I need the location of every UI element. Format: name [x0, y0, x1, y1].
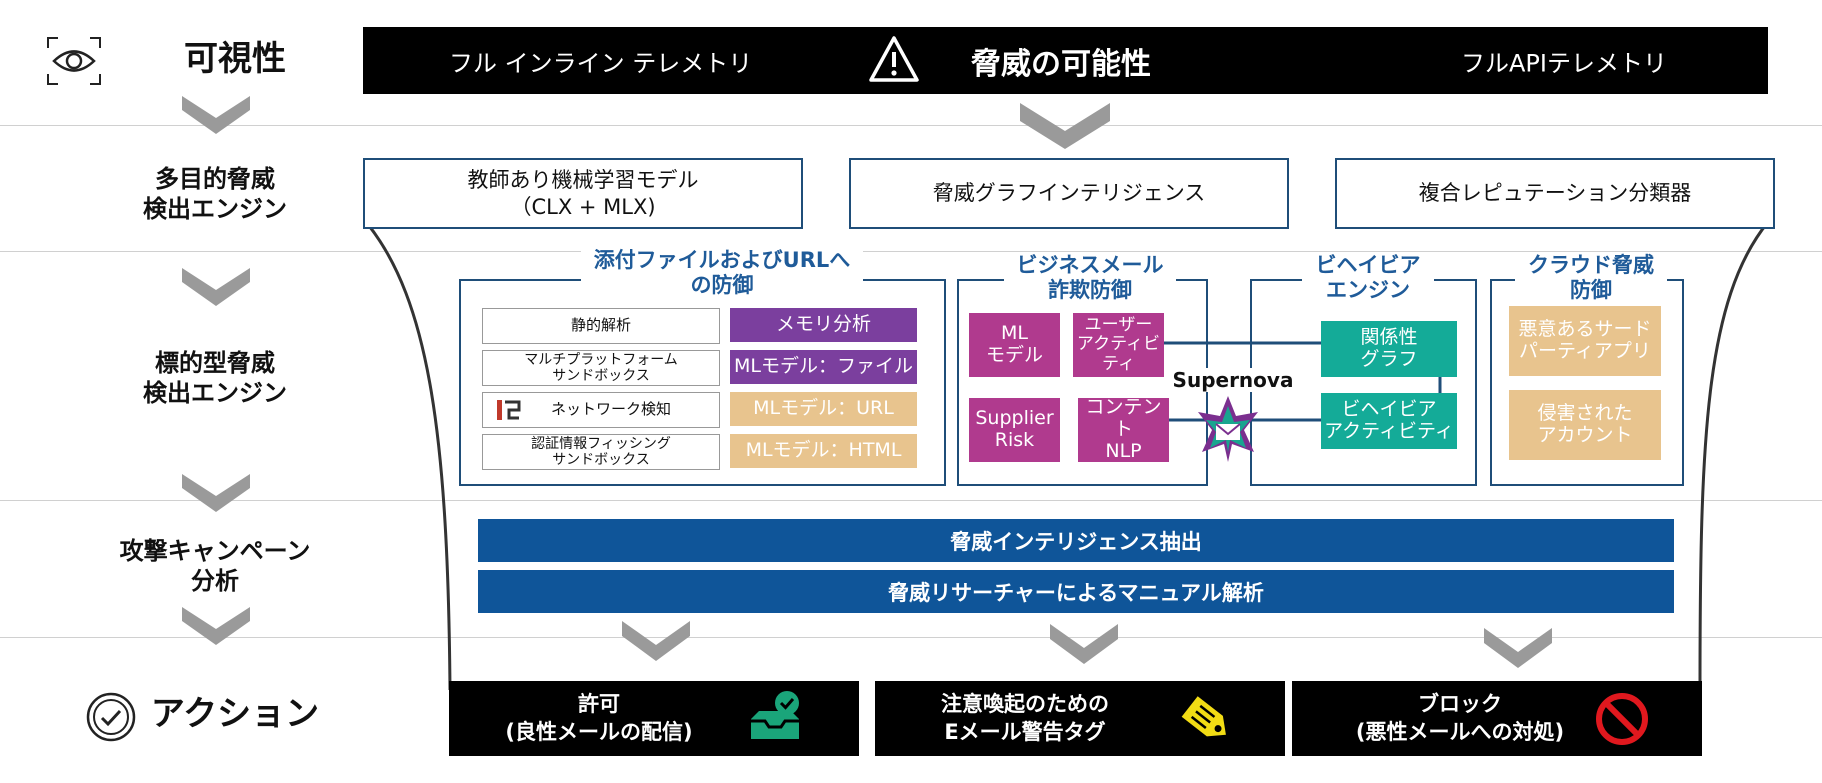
no-entry-icon [1596, 693, 1648, 745]
network-logo-icon [497, 400, 521, 420]
ml-model-box: ML モデル [969, 313, 1060, 377]
network-detection-label: ネットワーク検知 [550, 400, 671, 419]
action-warning-tag-label: 注意喚起のための Eメール警告タグ [941, 692, 1109, 744]
cloud-panel-title: クラウド脅威 防御 [1515, 253, 1667, 304]
chevron-down-icon [182, 474, 250, 512]
separator [0, 637, 1822, 638]
row-label-campaign: 攻撃キャンペーン 分析 [119, 537, 311, 595]
chevron-down-icon [182, 96, 250, 134]
malicious-third-party-apps: 悪意あるサード パーティアプリ [1509, 306, 1661, 376]
attachment-panel-title: 添付ファイルおよびURLへ の防御 [581, 248, 863, 299]
action-warning-tag: 注意喚起のための Eメール警告タグ [875, 681, 1285, 756]
chevron-down-icon [1020, 103, 1110, 149]
inbox-check-icon [751, 691, 799, 739]
inline-telemetry-label: フル インライン テレメトリ [449, 49, 753, 77]
ml-model-html: MLモデル：HTML [730, 434, 917, 468]
content-nlp-box: コンテント NLP [1078, 396, 1169, 462]
chevron-down-icon [622, 621, 690, 661]
separator [0, 125, 1822, 126]
network-detection: ネットワーク検知 [482, 392, 720, 428]
threat-potential-label: 脅威の可能性 [971, 46, 1151, 82]
visibility-bar: フル インライン テレメトリ 脅威の可能性 フルAPIテレメトリ [363, 27, 1768, 94]
ml-model-url: MLモデル：URL [730, 392, 917, 426]
credential-phishing-sandbox: 認証情報フィッシング サンドボックス [482, 434, 720, 470]
chevron-down-icon [182, 607, 250, 645]
action-allow: 許可 (良性メールの配信) [449, 681, 859, 756]
action-block-label: ブロック (悪性メールへの対処) [1355, 692, 1565, 744]
supernova-logo-icon [1198, 396, 1258, 462]
supplier-risk-box: Supplier Risk [969, 398, 1060, 462]
chevron-down-icon [182, 268, 250, 306]
bec-panel-title: ビジネスメール 詐欺防御 [1004, 253, 1176, 304]
engine-reputation-classifier: 複合レピュテーション分類器 [1335, 158, 1775, 229]
row-label-visibility: 可視性 [184, 39, 286, 79]
manual-analysis-bar: 脅威リサーチャーによるマニュアル解析 [478, 570, 1674, 613]
engine-supervised-ml: 教師あり機械学習モデル （CLX + MLX) [363, 158, 803, 229]
row-label-action: アクション [150, 694, 320, 734]
user-activity-box: ユーザー アクティビ ティ [1073, 313, 1164, 377]
row-label-multi-engine: 多目的脅威 検出エンジン [143, 165, 287, 223]
row-label-targeted-engine: 標的型脅威 検出エンジン [143, 349, 287, 407]
action-allow-label: 許可 (良性メールの配信) [505, 692, 693, 744]
check-circle-icon [86, 692, 136, 742]
engine-threat-graph: 脅威グラフインテリジェンス [849, 158, 1289, 229]
separator [0, 500, 1822, 501]
action-block: ブロック (悪性メールへの対処) [1292, 681, 1702, 756]
static-analysis: 静的解析 [482, 308, 720, 344]
ml-model-file: MLモデル：ファイル [730, 350, 917, 384]
relationship-graph-box: 関係性 グラフ [1321, 321, 1457, 377]
behavior-panel-title: ビヘイビア エンジン [1302, 253, 1434, 304]
separator [0, 251, 1822, 252]
chevron-down-icon [1050, 624, 1118, 664]
multiplatform-sandbox: マルチプラットフォーム サンドボックス [482, 350, 720, 386]
supernova-label: Supernova [1168, 368, 1298, 392]
warning-triangle-icon [869, 36, 919, 82]
memory-analysis: メモリ分析 [730, 308, 917, 342]
tag-icon [1181, 696, 1226, 737]
compromised-accounts: 侵害された アカウント [1509, 390, 1661, 460]
eye-scan-icon [47, 37, 101, 85]
behavior-activity-box: ビヘイビア アクティビティ [1321, 393, 1457, 449]
threat-intel-extraction-bar: 脅威インテリジェンス抽出 [478, 519, 1674, 562]
chevron-down-icon [1484, 628, 1552, 668]
api-telemetry-label: フルAPIテレメトリ [1461, 49, 1667, 77]
